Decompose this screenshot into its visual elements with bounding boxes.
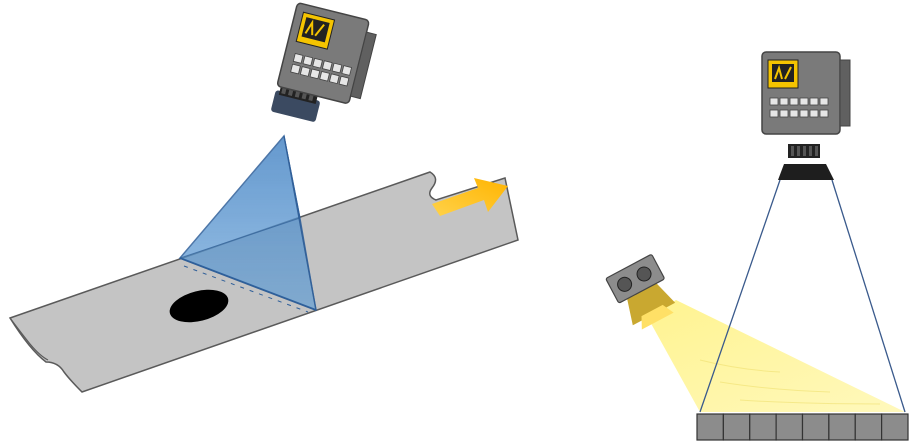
field-of-view-lines [699,179,906,413]
sensor-pixel [775,413,804,441]
light-fan [178,134,317,312]
sensor-pixel [696,413,724,441]
sensor-pixel [749,413,777,441]
line-scan-camera-right [761,51,851,180]
line-scan-camera-left [271,2,377,122]
sensor-pixel [881,413,909,441]
sensor-pixel [801,413,830,441]
light-source [605,254,676,330]
sensor-pixel [854,413,883,441]
sensor-pixel [828,413,856,441]
light-beam [648,300,905,412]
left-panel [8,2,519,393]
motion-arrow-icon [432,178,508,216]
camera-badge-icon [767,59,799,89]
sensor-pixel-row [696,413,909,441]
camera-badge-icon [295,11,336,50]
light-beam-texture [699,359,881,405]
right-panel [605,51,909,441]
defect-hole [169,289,229,323]
sensor-pixel [722,413,751,441]
